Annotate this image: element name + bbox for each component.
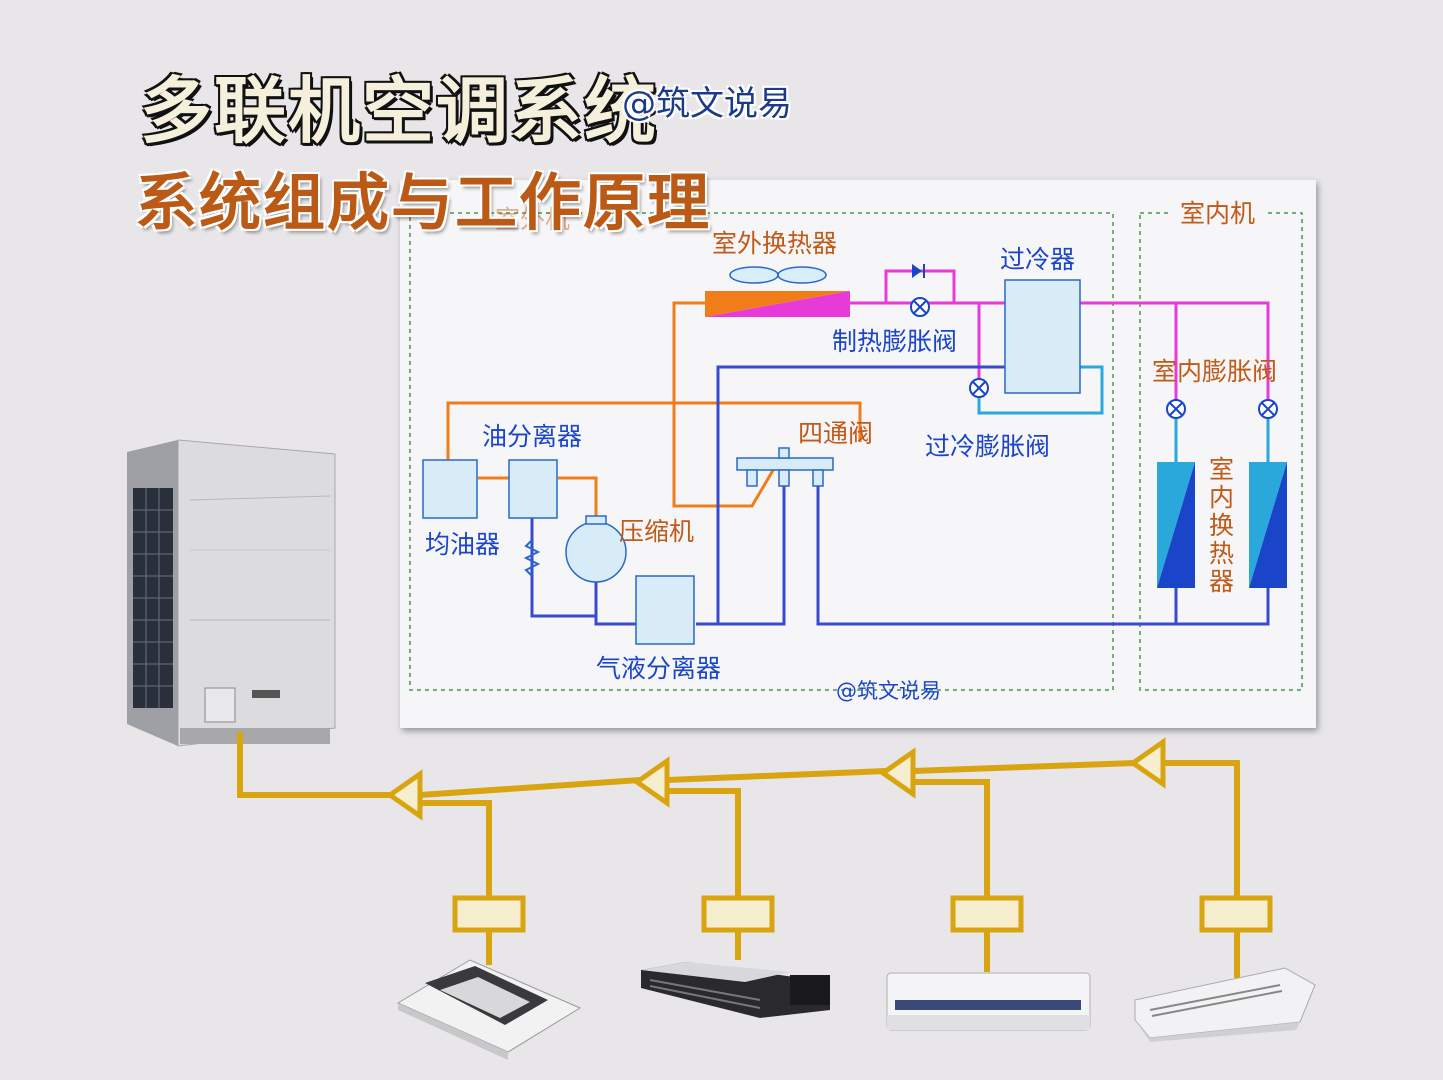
outdoor-heat-exchanger	[705, 266, 850, 317]
compressor-label: 压缩机	[619, 517, 694, 546]
oil-separator	[508, 459, 558, 519]
duct-unit	[641, 962, 830, 1018]
heating-expansion-valve-label: 制热膨胀阀	[832, 327, 957, 356]
outdoor-heat-exchanger-label: 室外换热器	[712, 229, 837, 258]
indoor-section-label: 室内机	[1180, 199, 1255, 228]
subtitle: 系统组成与工作原理	[135, 166, 712, 239]
capillary-tube	[523, 539, 541, 577]
ceiling-unit	[1134, 967, 1316, 1042]
subcooler-pipes	[977, 365, 1270, 462]
watermark-bottom: @筑文说易	[836, 679, 941, 703]
indoor-expansion-valve-icon	[1166, 399, 1186, 419]
watermark-top: @筑文说易	[622, 84, 792, 124]
subcooling-expansion-valve-icon	[969, 378, 989, 398]
oil-equalizer-label: 均油器	[425, 530, 500, 559]
gas-liquid-separator-label: 气液分离器	[596, 654, 721, 683]
oil-separator-label: 油分离器	[482, 422, 582, 451]
discharge-pipes	[446, 301, 862, 520]
heating-expansion-valve-icon	[910, 297, 930, 317]
pipe-connectors	[452, 895, 1273, 933]
indoor-heat-exchanger-1	[1157, 462, 1195, 588]
gas-liquid-separator	[635, 575, 695, 645]
four-way-valve	[736, 447, 834, 487]
outdoor-unit	[127, 439, 336, 747]
indoor-heat-exchanger-label: 室内换热器	[1209, 455, 1234, 596]
oil-equalizer	[422, 459, 478, 519]
main-title: 多联机空调系统	[140, 69, 659, 153]
outdoor-section-label: 室外机	[495, 205, 570, 234]
wall-unit	[886, 972, 1091, 1031]
schematic-panel: 室内机 室外机 室外换热器	[400, 180, 1316, 728]
subcooler	[1004, 279, 1081, 394]
indoor-expansion-valve-icon	[1258, 399, 1278, 419]
liquid-pipes-hot	[850, 269, 1270, 408]
branch-joints	[385, 737, 1166, 821]
refrigerant-schematic: 室内机 室外机 室外换热器	[409, 199, 1303, 703]
subcooler-label: 过冷器	[1000, 245, 1075, 274]
indoor-section-box	[1139, 212, 1303, 691]
cassette-unit	[396, 959, 582, 1060]
indoor-heat-exchanger-2	[1249, 462, 1287, 588]
subcooling-expansion-valve-label: 过冷膨胀阀	[925, 432, 1050, 461]
compressor	[565, 515, 627, 583]
four-way-valve-label: 四通阀	[798, 419, 873, 448]
suction-pipes	[530, 365, 1270, 626]
outdoor-section-box	[409, 212, 1114, 691]
indoor-expansion-valve-label: 室内膨胀阀	[1152, 357, 1277, 386]
branch-piping	[237, 732, 1240, 978]
check-valve-icon	[912, 264, 922, 278]
